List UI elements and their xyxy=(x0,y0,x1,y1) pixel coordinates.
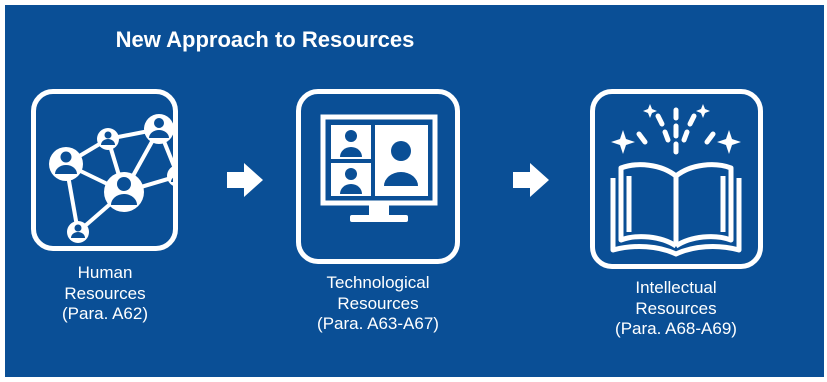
caption-line: Technological xyxy=(326,273,430,292)
caption-line: Intellectual xyxy=(635,278,717,297)
video-conference-monitor-icon xyxy=(320,114,438,222)
diagram-title: New Approach to Resources xyxy=(115,27,415,52)
caption-line: (Para. A62) xyxy=(62,304,148,323)
caption-line: Resources xyxy=(635,298,717,318)
intellectual-resources-frame xyxy=(590,89,763,269)
caption-line: (Para. A68-A69) xyxy=(615,319,737,338)
open-book-sparkles-icon xyxy=(610,104,742,257)
human-resources-frame xyxy=(31,89,178,251)
network-people-icon xyxy=(49,114,173,243)
caption-line: Resources xyxy=(64,283,146,303)
right-arrow-icon xyxy=(513,163,549,197)
technological-resources-frame xyxy=(296,89,460,264)
caption-line: (Para. A63-A67) xyxy=(317,314,439,333)
human-resources-caption: Human Resources (Para. A62) xyxy=(15,263,195,325)
diagram-panel: New Approach to Resources xyxy=(5,5,824,377)
right-arrow-icon xyxy=(227,163,263,197)
caption-line: Resources xyxy=(337,293,419,313)
caption-line: Human xyxy=(77,263,133,282)
technological-resources-caption: Technological Resources (Para. A63-A67) xyxy=(288,273,468,335)
intellectual-resources-caption: Intellectual Resources (Para. A68-A69) xyxy=(586,278,766,340)
